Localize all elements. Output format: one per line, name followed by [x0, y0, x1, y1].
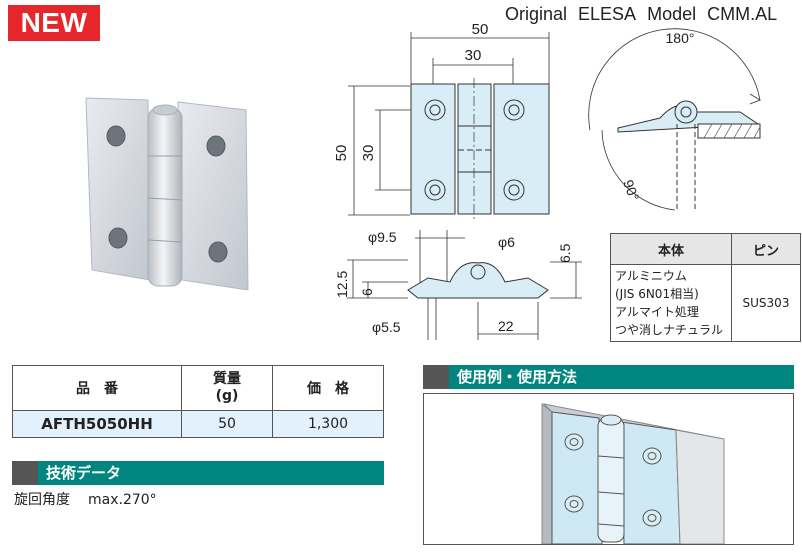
dim-22: 22	[498, 318, 514, 334]
dim-hole-dia: φ5.5	[372, 319, 401, 335]
model-word-3: Model	[647, 4, 697, 24]
material-body-line: アルミニウム	[615, 269, 687, 283]
usage-section-marker	[423, 365, 449, 389]
tech-section-title: 技術データ	[38, 461, 384, 485]
dim-hole-pitch-y: 30	[360, 145, 377, 162]
usage-section-title: 使用例・使用方法	[449, 365, 794, 389]
material-body-line: (JIS 6N01相当)	[615, 287, 699, 301]
dim-pin-dia: φ6	[498, 234, 515, 250]
model-word-2: ELESA	[578, 4, 637, 24]
material-body-cell: アルミニウム (JIS 6N01相当) アルマイト処理 つや消しナチュラル	[610, 264, 732, 342]
rotation-angle-label: 旋回角度	[14, 492, 70, 508]
angle-180-label: 180°	[666, 30, 695, 46]
product-photo	[85, 97, 249, 290]
usage-illustration	[541, 402, 725, 545]
dim-height: 50	[333, 145, 350, 162]
material-body-line: つや消しナチュラル	[615, 323, 724, 337]
spec-header-mass-label: 質量	[213, 371, 241, 387]
dim-12-5: 12.5	[334, 271, 350, 298]
dim-top-width: 50	[472, 21, 489, 38]
spec-table: 品 番 質量(g) 価 格 AFTH5050HH 50 1,300	[12, 365, 384, 438]
tech-section-marker	[12, 461, 38, 485]
material-table: 本体 ピン アルミニウム (JIS 6N01相当) アルマイト処理 つや消しナチ…	[610, 233, 801, 342]
spec-header-mass: 質量(g)	[181, 365, 273, 411]
spec-header-part-number: 品 番	[12, 365, 182, 411]
dim-6: 6	[359, 288, 375, 296]
material-pin-cell: SUS303	[731, 264, 801, 342]
material-body-line: アルマイト処理	[615, 305, 699, 319]
model-word-1: Original	[505, 4, 568, 24]
table-row: AFTH5050HH 50 1,300	[12, 410, 384, 438]
model-word-4: CMM.AL	[707, 4, 778, 24]
tech-section-header: 技術データ	[12, 461, 384, 485]
mass-cell: 50	[181, 410, 273, 438]
photo-hole-icon	[106, 125, 126, 147]
dim-counterbore-dia: φ9.5	[368, 229, 397, 245]
usage-section-header: 使用例・使用方法	[423, 365, 794, 389]
rotation-angle-value: max.270°	[88, 492, 157, 508]
angle-90-label: 90°	[620, 178, 642, 203]
rotation-angle-row: 旋回角度 max.270°	[14, 489, 157, 509]
dim-6-5: 6.5	[557, 243, 573, 263]
part-number-cell: AFTH5050HH	[12, 410, 182, 438]
technical-drawing: 50 30 50 30 180° 90° φ9.5 φ6	[333, 21, 761, 340]
usage-illustration-box	[423, 393, 794, 545]
model-line: Original ELESA Model CMM.AL	[505, 4, 788, 25]
spec-header-mass-unit: (g)	[215, 388, 239, 404]
price-cell: 1,300	[272, 410, 384, 438]
spec-header-price: 価 格	[272, 365, 384, 411]
dim-hole-pitch-x: 30	[465, 47, 482, 64]
material-header-body: 本体	[610, 233, 732, 265]
new-badge: NEW	[8, 5, 100, 41]
material-header-pin: ピン	[731, 233, 801, 265]
